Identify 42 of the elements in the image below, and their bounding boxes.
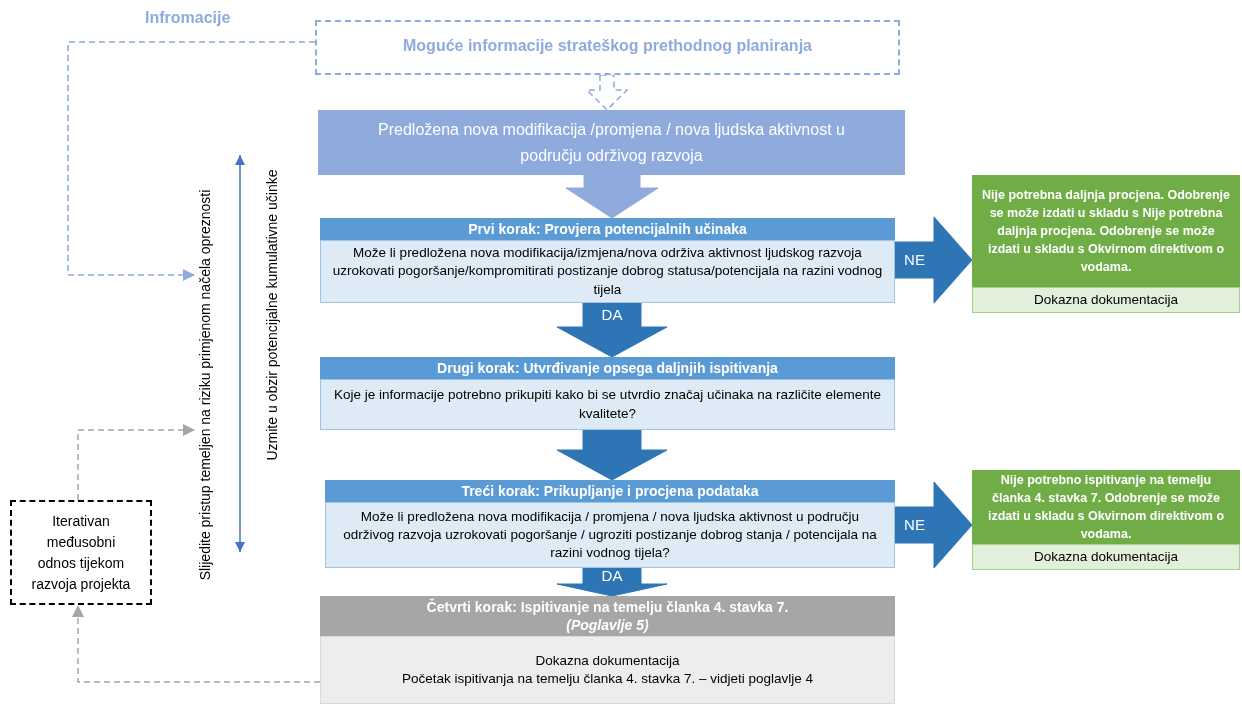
block-arrow <box>585 74 629 112</box>
edge-label: DA <box>601 568 623 584</box>
info-box <box>315 20 900 75</box>
dashed-arrow <box>72 604 321 683</box>
vertical-note: Slijedite pristup temeljen na riziku primjenom načela opreznosti <box>196 189 214 581</box>
process-box <box>320 596 895 704</box>
step-question: Može li predložena nova modifikacija/izmjena/nova održiva aktivnost ljudskog razvoja uzrokovati pogoršanje/kompromitirati postizanje dobrog statusa/potencijala na razini vodnog tijela <box>331 244 884 299</box>
outcome-box <box>972 470 1240 570</box>
block-arrow <box>565 174 659 219</box>
proposal-text: Predložena nova modifikacija /promjena / nova ljudska aktivnost u području održivog razvoja <box>377 119 846 166</box>
dashed-arrow <box>67 41 316 281</box>
step-question: Može li predložena nova modifikacija / promjena / nova ljudska aktivnost u području održivog razvoja uzrokovati pogoršanje / ugroziti postizanje dobrog stanja / potencijala na razini vodnog tijela? <box>342 507 878 563</box>
step-question: Koje je informacije potrebno prikupiti kako bi se utvrdio značaj učinaka na različite elemente kvalitete? <box>332 386 882 423</box>
evidence-text: Dokazna dokumentacija <box>1032 290 1180 309</box>
step-heading: Četvrti korak: Ispitivanje na temelju članka 4. stavka 7. <box>426 598 789 617</box>
process-box <box>320 218 895 303</box>
block-arrow <box>556 429 668 481</box>
vertical-note: Uzmite u obzir potencijalne kumulativne učinke <box>263 168 281 463</box>
step-question: Početak ispitivanja na temelju članka 4. stavka 7. – vidjeti poglavlje 4 <box>400 670 815 689</box>
step-heading: Drugi korak: Utvrđivanje opsega daljnjih ispitivanja <box>437 359 778 378</box>
step-heading: (Poglavlje 5) <box>566 616 649 635</box>
dashed-arrow <box>77 424 196 501</box>
edge-label: NE <box>904 517 925 533</box>
process-box <box>320 357 895 430</box>
block-arrow <box>894 481 973 569</box>
step-heading: Prvi korak: Provjera potencijalnih učinaka <box>468 220 747 239</box>
info-text: Moguće informacije strateškog prethodnog planiranja <box>402 36 813 56</box>
process-box <box>325 480 895 568</box>
block-arrow <box>894 216 973 304</box>
evidence-text: Dokazna dokumentacija <box>1032 547 1180 566</box>
step-heading: Treći korak: Prikupljanje i procjena podataka <box>461 482 759 501</box>
edge-label: NE <box>904 252 925 268</box>
outcome-box <box>972 175 1240 313</box>
iteration-box <box>10 500 152 605</box>
iteration-text: Iterativan međusobni odnos tijekom razvoja projekta <box>30 511 132 594</box>
outcome-text: Nije potrebna daljnja procjena. Odobrenje se može izdati u skladu s Nije potrebna daljnja procjena. Odobrenje se može izdati u skladu s Okvirnom direktivom o vodama. <box>981 186 1231 277</box>
block-arrow <box>556 302 668 358</box>
outcome-text: Nije potrebno ispitivanje na temelju članka 4. stavka 7. Odobrenje se može izdati u skladu s Okvirnom direktivom o vodama. <box>986 471 1226 543</box>
edge-label: DA <box>601 307 623 323</box>
step-question: Dokazna dokumentacija <box>534 651 681 670</box>
proposal-box <box>318 110 905 175</box>
info-label: Infromacije <box>145 8 231 28</box>
